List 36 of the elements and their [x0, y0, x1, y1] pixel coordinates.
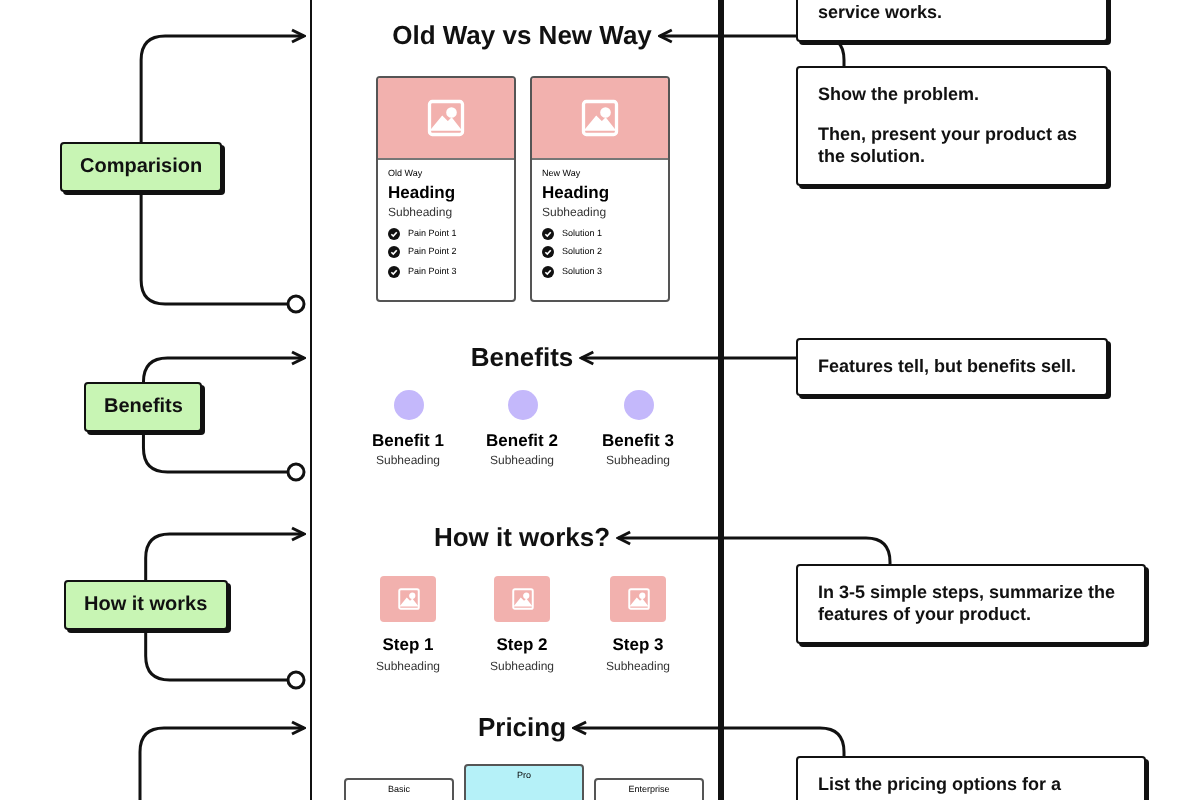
- connector-arrow: [579, 350, 796, 366]
- connector-arrow: [138, 720, 306, 800]
- connector-line-with-dot: [141, 432, 306, 482]
- section-heading: How it works?: [433, 522, 611, 554]
- card-heading: Heading: [388, 182, 458, 204]
- connector-line-with-dot: [139, 192, 306, 314]
- card-heading: Heading: [542, 182, 612, 204]
- note-text: In 3-5 simple steps, summarize the features of your product.: [818, 582, 1118, 626]
- page-frame: [310, 0, 724, 800]
- note-box: [796, 338, 1108, 396]
- section-heading: Benefits: [470, 342, 574, 374]
- connector-line-with-dot: [144, 630, 306, 690]
- item-title: Benefit 3: [602, 428, 674, 454]
- item-title: Step 1: [382, 632, 434, 658]
- section-tag: Comparision: [60, 142, 223, 192]
- note-text: Show the problem.: [818, 84, 982, 106]
- connector-arrow: [144, 526, 306, 580]
- item-title: Step 3: [612, 632, 664, 658]
- connector-arrow: [139, 28, 306, 142]
- note-box: [796, 66, 1108, 186]
- item-title: Benefit 2: [486, 428, 558, 454]
- note-text: Then, present your product as the solution.: [818, 124, 1080, 168]
- comparison-card: [530, 76, 670, 302]
- note-box: [796, 0, 1108, 42]
- note-text: Features tell, but benefits sell.: [818, 356, 1079, 378]
- item-title: Benefit 1: [372, 428, 444, 454]
- section-heading: Pricing: [477, 712, 567, 744]
- note-text: List the pricing options for a: [818, 774, 1063, 796]
- comparison-card: [376, 76, 516, 302]
- section-tag: How it works: [64, 580, 228, 630]
- note-box: [796, 756, 1146, 800]
- section-tag: Benefits: [84, 382, 203, 432]
- note-box: [796, 564, 1146, 644]
- item-title: Step 2: [496, 632, 548, 658]
- section-heading: Old Way vs New Way: [392, 20, 652, 52]
- note-text: service works.: [818, 2, 945, 24]
